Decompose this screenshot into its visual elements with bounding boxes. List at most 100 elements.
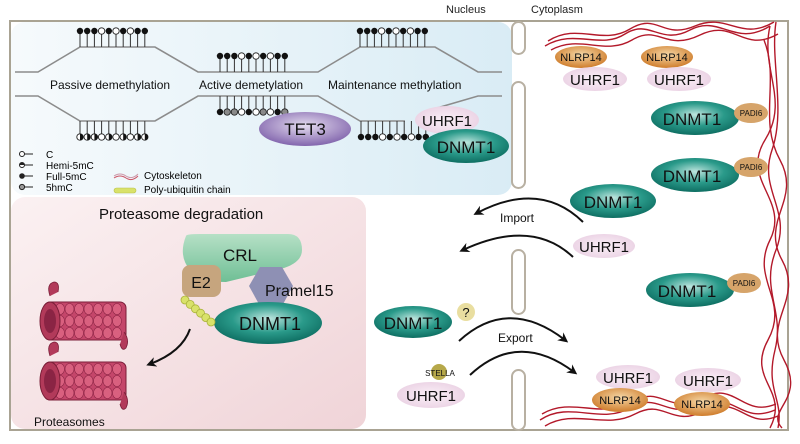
cytoskeleton-filament xyxy=(544,24,771,47)
proteasome-subunit xyxy=(93,363,103,375)
nuclear-membrane xyxy=(511,21,526,431)
cpg-site xyxy=(365,121,372,141)
cpg-site xyxy=(141,27,148,47)
proteasomes xyxy=(39,281,128,410)
cpg-site xyxy=(260,52,267,72)
degradation-arrow xyxy=(146,328,191,367)
cytoplasm-label: Cytoplasm xyxy=(531,4,583,16)
cpg-site xyxy=(421,27,428,47)
proteasome-cap xyxy=(48,341,59,357)
membrane-segment xyxy=(511,81,526,189)
cpg-site xyxy=(378,121,387,141)
cpg-site xyxy=(356,27,364,47)
nlrp14-label: NLRP14 xyxy=(560,52,602,64)
export-uhrf1-label: UHRF1 xyxy=(406,388,456,405)
nucleus-label: Nucleus xyxy=(446,4,486,16)
uhrf1-label: UHRF1 xyxy=(654,72,704,89)
cpg-site xyxy=(407,121,416,141)
padi6-label: PADI6 xyxy=(740,109,763,118)
process-label-active: Active demetylation xyxy=(199,78,303,92)
proteasome-subunit xyxy=(64,303,75,315)
cpg-site xyxy=(76,121,84,141)
proteasome-subunit xyxy=(74,327,84,339)
dnmt1-label: DNMT1 xyxy=(658,282,717,301)
stella-protein xyxy=(431,364,447,380)
proteasome-subunit xyxy=(112,387,122,399)
cpg-site xyxy=(392,27,400,47)
proteasome-subunit xyxy=(102,387,113,399)
question-mark: ? xyxy=(462,305,469,320)
cyto-padi6-complex-3: DNMT1 PADI6 xyxy=(646,273,761,307)
proteasome-subunit xyxy=(102,363,113,375)
legend-item-cytoskeleton: Cytoskeleton xyxy=(113,171,202,182)
cpg-site xyxy=(133,121,142,141)
cpg-site xyxy=(386,121,393,141)
membrane-segment xyxy=(511,21,526,55)
cytoskeleton-icon xyxy=(113,175,139,181)
proteasome-subunit xyxy=(93,303,103,315)
legend-label-hemi: Hemi-5mC xyxy=(46,161,94,172)
cpg-site xyxy=(266,52,275,72)
cpg-site xyxy=(120,27,127,47)
legend-item-5hmc: 5hmC xyxy=(18,183,73,194)
cpg-site xyxy=(91,27,98,47)
crl-label: CRL xyxy=(223,246,257,265)
cpg-site xyxy=(372,121,379,141)
proteasome-subunit xyxy=(93,315,103,327)
proteasome-panel-title: Proteasome degradation xyxy=(99,206,263,223)
proteasome xyxy=(39,281,128,350)
legend-label-ubiquitin: Poly-ubiquitin chain xyxy=(144,185,231,196)
cpg-site xyxy=(141,121,149,141)
nlrp14-label: NLRP14 xyxy=(599,395,641,407)
export-dnmt1-label: DNMT1 xyxy=(384,314,443,333)
proteasome-subunit xyxy=(83,327,94,339)
cpg-site xyxy=(112,121,120,141)
legend: C Hemi-5mC Full-5mC 5hmC Cytoskeleton Po… xyxy=(18,150,231,196)
cpg-site xyxy=(400,27,407,47)
proteasome-subunit xyxy=(93,387,103,399)
nlrp14-label: NLRP14 xyxy=(646,52,688,64)
dnmt1-label: DNMT1 xyxy=(663,110,722,129)
cpg-site xyxy=(126,27,135,47)
cytoskeleton-filament xyxy=(550,29,779,51)
legend-item-ubiquitin: Poly-ubiquitin chain xyxy=(113,185,231,196)
cytoskeleton-filament xyxy=(541,392,777,415)
poly-ubiquitin-chain xyxy=(180,295,216,327)
process-label-maintenance: Maintenance methylation xyxy=(328,78,461,92)
cpg-site xyxy=(126,121,135,141)
proteasome-subunit xyxy=(83,363,94,375)
proteasome-subunit xyxy=(112,327,122,339)
ubiquitin-chain-icon xyxy=(113,187,137,194)
cpg-site xyxy=(377,27,386,47)
cpg-site xyxy=(274,52,281,72)
proteasome-cap xyxy=(119,331,128,350)
cpg-site xyxy=(245,96,252,116)
import-uhrf1-label: UHRF1 xyxy=(579,239,629,256)
import-arrow-uhrf1 xyxy=(459,234,574,258)
proteasome-subunit xyxy=(74,387,84,399)
cyto-bottom-complex-2: UHRF1 NLRP14 xyxy=(674,368,741,416)
proteasome-subunit xyxy=(64,375,75,387)
membrane-segment xyxy=(511,249,526,315)
cpg-site xyxy=(216,96,224,116)
cpg-site xyxy=(393,121,401,141)
legend-label-full: Full-5mC xyxy=(46,172,87,183)
proteasomes-label: Proteasomes xyxy=(34,415,105,429)
cpg-site xyxy=(216,52,224,72)
proteasome-subunit xyxy=(74,363,84,375)
proteasome-subunit xyxy=(64,327,75,339)
proteasome xyxy=(39,341,128,410)
proteasome-hole xyxy=(44,369,56,393)
cpg-site xyxy=(223,96,231,116)
cpg-site xyxy=(231,52,238,72)
pramel15-shape xyxy=(249,267,293,306)
question-factor xyxy=(457,303,475,321)
import-arrow-dnmt1 xyxy=(473,197,584,223)
proteasome-cap xyxy=(48,281,59,297)
uhrf1-label: UHRF1 xyxy=(683,373,733,390)
tet3-label: TET3 xyxy=(284,120,326,139)
cpg-site xyxy=(385,27,392,47)
tet3-protein: TET3 xyxy=(259,112,351,146)
ubiquitin-bead xyxy=(206,317,216,327)
